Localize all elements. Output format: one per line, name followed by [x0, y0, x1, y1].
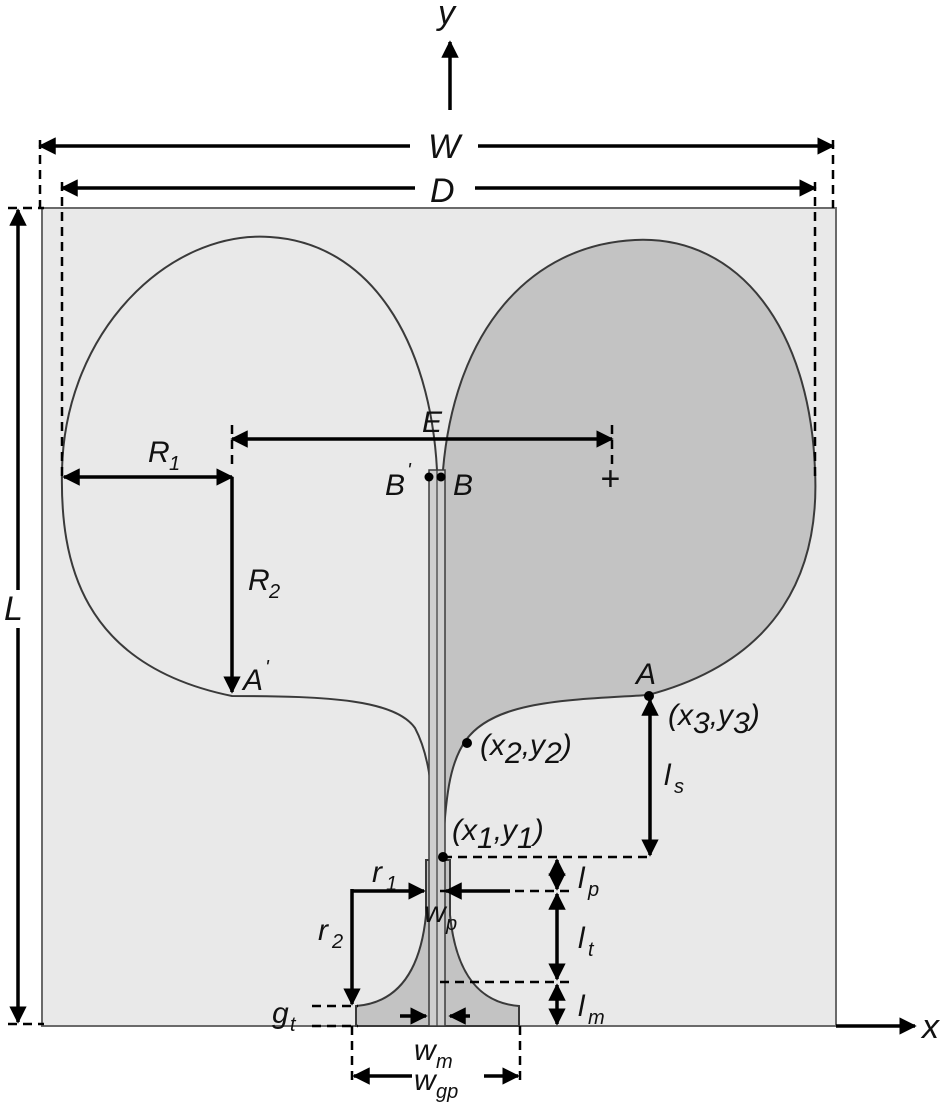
svg-text:p: p: [445, 913, 457, 935]
lt-label: l t: [578, 922, 595, 961]
e-label: E: [422, 406, 443, 439]
svg-text:(x2,y2): (x2,y2): [480, 729, 572, 770]
l-label: L: [4, 590, 23, 628]
point-b: [436, 472, 446, 482]
svg-text:l: l: [664, 759, 672, 792]
lp-label: l p: [578, 862, 599, 901]
svg-text:2: 2: [331, 931, 343, 953]
svg-text:R: R: [148, 436, 170, 469]
svg-text:': ': [265, 657, 270, 679]
b-label: B: [453, 469, 473, 502]
wp-label: w p: [424, 896, 457, 935]
svg-text:(x3,y3): (x3,y3): [668, 699, 760, 740]
r1-small-label: r 1: [372, 856, 397, 895]
b-prime-label: B ': [385, 460, 412, 502]
svg-text:l: l: [578, 990, 586, 1023]
svg-text:1: 1: [386, 873, 397, 895]
plus-marker: +: [600, 460, 620, 498]
svg-text:m: m: [436, 1051, 453, 1073]
x2y2-label: (x2,y2): [480, 729, 572, 770]
svg-text:m: m: [588, 1007, 605, 1029]
r2-label: R 2: [248, 564, 280, 603]
svg-text:t: t: [290, 1014, 297, 1036]
a-prime-label: A ': [241, 657, 270, 697]
ls-label: l s: [664, 759, 684, 798]
r2-small-label: r 2: [318, 914, 343, 953]
x3y3-label: (x3,y3): [668, 699, 760, 740]
svg-text:gp: gp: [436, 1081, 458, 1103]
svg-text:g: g: [272, 997, 289, 1030]
svg-text:r: r: [372, 856, 383, 889]
x-axis-label: x: [920, 1008, 940, 1046]
lm-label: l m: [578, 990, 605, 1029]
svg-text:r: r: [318, 914, 329, 947]
r1-label: R 1: [148, 436, 180, 475]
svg-text:w: w: [414, 1034, 438, 1067]
svg-text:l: l: [578, 922, 586, 955]
svg-text:w: w: [424, 896, 448, 929]
svg-text:(x1,y1): (x1,y1): [452, 814, 544, 855]
svg-text:': ': [407, 460, 412, 482]
x1y1-label: (x1,y1): [452, 814, 544, 855]
svg-text:s: s: [674, 776, 684, 798]
wm-label: w m: [414, 1034, 453, 1073]
svg-text:w: w: [414, 1064, 438, 1097]
point-b-prime: [424, 472, 434, 482]
w-label: W: [428, 128, 463, 166]
svg-text:R: R: [248, 564, 270, 597]
right-radiator: [441, 238, 817, 859]
point-a: [644, 691, 654, 701]
svg-text:1: 1: [169, 453, 180, 475]
svg-text:B: B: [385, 469, 405, 502]
left-radiator-outline: [60, 235, 439, 859]
svg-text:A: A: [241, 664, 263, 697]
gt-label: g t: [272, 997, 297, 1036]
svg-text:l: l: [578, 862, 586, 895]
d-label: D: [430, 172, 455, 210]
y-axis-label: y: [436, 0, 457, 32]
wgp-label: w gp: [414, 1064, 458, 1103]
svg-text:p: p: [587, 879, 599, 901]
a-label: A: [634, 658, 656, 691]
point-x2y2: [462, 738, 472, 748]
svg-text:2: 2: [268, 581, 280, 603]
svg-text:t: t: [588, 939, 595, 961]
point-x1y1: [438, 852, 448, 862]
